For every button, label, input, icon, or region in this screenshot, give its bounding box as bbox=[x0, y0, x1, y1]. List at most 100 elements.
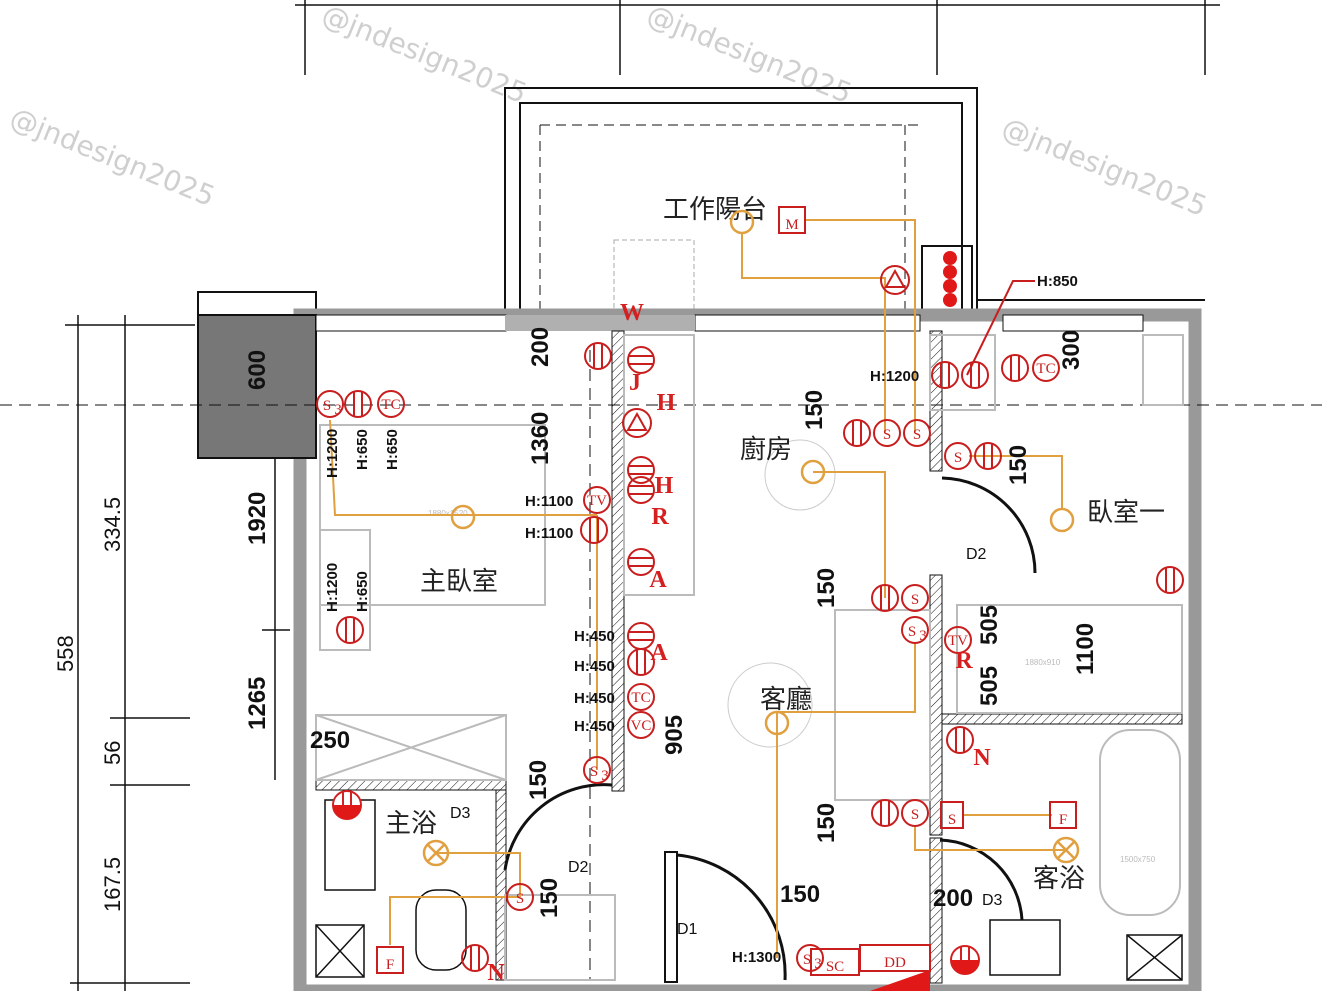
r-letter-label: R bbox=[955, 648, 973, 674]
room-label-living-room: 客廳 bbox=[760, 685, 812, 715]
door-swings bbox=[503, 476, 1037, 981]
symbol-label: M bbox=[785, 217, 798, 233]
outlet-icon bbox=[961, 361, 989, 389]
wiring bbox=[329, 219, 1066, 958]
tv-outlet-icon: TV bbox=[583, 486, 611, 514]
symbol-label: 3 bbox=[814, 956, 822, 972]
symbol-label: W bbox=[620, 300, 644, 326]
dim-total: 558 bbox=[53, 635, 78, 672]
dim-text: 200 bbox=[527, 327, 554, 367]
tc-outlet-icon: TC bbox=[627, 683, 655, 711]
outlet-icon bbox=[1001, 354, 1029, 382]
outlet-icon bbox=[336, 616, 364, 644]
height-label: H:1200 bbox=[324, 429, 341, 478]
watermark: @jndesign2025 bbox=[5, 101, 219, 213]
symbol-label: F bbox=[1059, 812, 1067, 828]
dim-text: 300 bbox=[1058, 330, 1085, 370]
watermark: @jndesign2025 bbox=[317, 0, 531, 110]
s-box-icon: S bbox=[940, 801, 964, 829]
room-label-kitchen: 廚房 bbox=[740, 435, 792, 465]
switch-icon: S bbox=[901, 584, 929, 612]
symbol-label: TV bbox=[948, 633, 968, 649]
inner-dimensions: 600 1920 1265 250 200 1360 150 150 150 3… bbox=[244, 327, 1099, 918]
symbol-label: DD bbox=[884, 955, 906, 971]
column bbox=[197, 314, 317, 459]
symbol-label: H bbox=[655, 473, 674, 499]
door-label: D3 bbox=[982, 892, 1003, 909]
dim-text: 150 bbox=[813, 568, 840, 608]
symbol-label: TC bbox=[631, 690, 650, 706]
dim-text: 150 bbox=[536, 878, 563, 918]
j-letter-label: J bbox=[629, 370, 641, 396]
outlet-horizontal-icon bbox=[627, 456, 655, 484]
symbol-label: S bbox=[911, 592, 919, 608]
room-label-master-bedroom: 主臥室 bbox=[420, 567, 498, 597]
outlet-icon bbox=[974, 442, 1002, 470]
outlet-horizontal-icon bbox=[627, 622, 655, 650]
watermarks: @jndesign2025 @jndesign2025 @jndesign202… bbox=[5, 0, 1211, 223]
dim-text: 905 bbox=[661, 715, 688, 755]
watermark: @jndesign2025 bbox=[997, 111, 1211, 223]
outlet-icon bbox=[871, 584, 899, 612]
tv-outlet-icon: TV bbox=[944, 626, 972, 654]
height-label: H:1200 bbox=[324, 563, 341, 612]
room-label-guest-bath: 客浴 bbox=[1033, 864, 1085, 894]
outlet-horizontal-icon bbox=[627, 476, 655, 504]
symbol-label: SC bbox=[826, 959, 844, 975]
dim-text: 1100 bbox=[1072, 623, 1099, 675]
symbol-label: S bbox=[908, 624, 916, 640]
height-label: H:850 bbox=[1037, 273, 1078, 290]
symbol-label: S bbox=[911, 807, 919, 823]
n-letter-label: N bbox=[973, 745, 991, 771]
symbol-label: 3 bbox=[601, 768, 609, 784]
ceiling-light-icon bbox=[1049, 507, 1075, 533]
height-label: H:450 bbox=[574, 690, 615, 707]
symbol-label: R bbox=[651, 504, 669, 530]
exhaust-light-icon bbox=[422, 839, 450, 867]
dim-text: 1360 bbox=[527, 412, 554, 465]
top-dimension-line bbox=[295, 0, 1220, 75]
height-label: H:1100 bbox=[525, 493, 573, 510]
dim-text: 150 bbox=[813, 803, 840, 843]
dim-text: 250 bbox=[310, 727, 350, 754]
switch-icon: S bbox=[506, 883, 534, 911]
height-label: H:450 bbox=[574, 628, 615, 645]
dim-text: 56 bbox=[100, 741, 125, 765]
outlet-icon bbox=[946, 726, 974, 754]
dim-text: 167.5 bbox=[100, 857, 125, 912]
symbol-label: S bbox=[883, 427, 891, 443]
symbol-label: A bbox=[650, 640, 668, 666]
bathtub-size-label: 1500x750 bbox=[1120, 855, 1156, 864]
switch-icon: S bbox=[944, 442, 972, 470]
door-label: D2 bbox=[966, 546, 987, 563]
f-box-icon: F bbox=[376, 946, 404, 974]
waterproof-outlet-icon bbox=[332, 790, 362, 820]
panel-icon bbox=[943, 251, 957, 307]
symbol-label: 3 bbox=[919, 628, 927, 644]
dim-text: 334.5 bbox=[100, 497, 125, 552]
dd-box-icon: DD bbox=[859, 944, 931, 972]
switch-icon: S bbox=[873, 419, 901, 447]
symbol-label: N bbox=[973, 745, 991, 771]
symbol-label: 3 bbox=[334, 402, 342, 418]
m-box-icon: M bbox=[778, 206, 806, 234]
vc-outlet-icon: VC bbox=[627, 711, 655, 739]
dim-text: 505 bbox=[976, 605, 1003, 645]
ceiling-light-icon bbox=[450, 504, 476, 530]
outlet-icon bbox=[843, 419, 871, 447]
a-letter-label: A bbox=[649, 567, 667, 593]
symbol-label: TV bbox=[587, 493, 607, 509]
walls bbox=[0, 308, 1322, 991]
ceiling-light-icon bbox=[729, 209, 755, 235]
symbol-label: S bbox=[954, 450, 962, 466]
outlet-icon bbox=[584, 342, 612, 370]
alarm-icon bbox=[622, 408, 652, 438]
w-letter-label: W bbox=[620, 300, 644, 326]
symbol-label: S bbox=[948, 812, 956, 828]
ceiling-light-icon bbox=[764, 710, 790, 736]
waterproof-outlet-icon bbox=[950, 945, 980, 975]
